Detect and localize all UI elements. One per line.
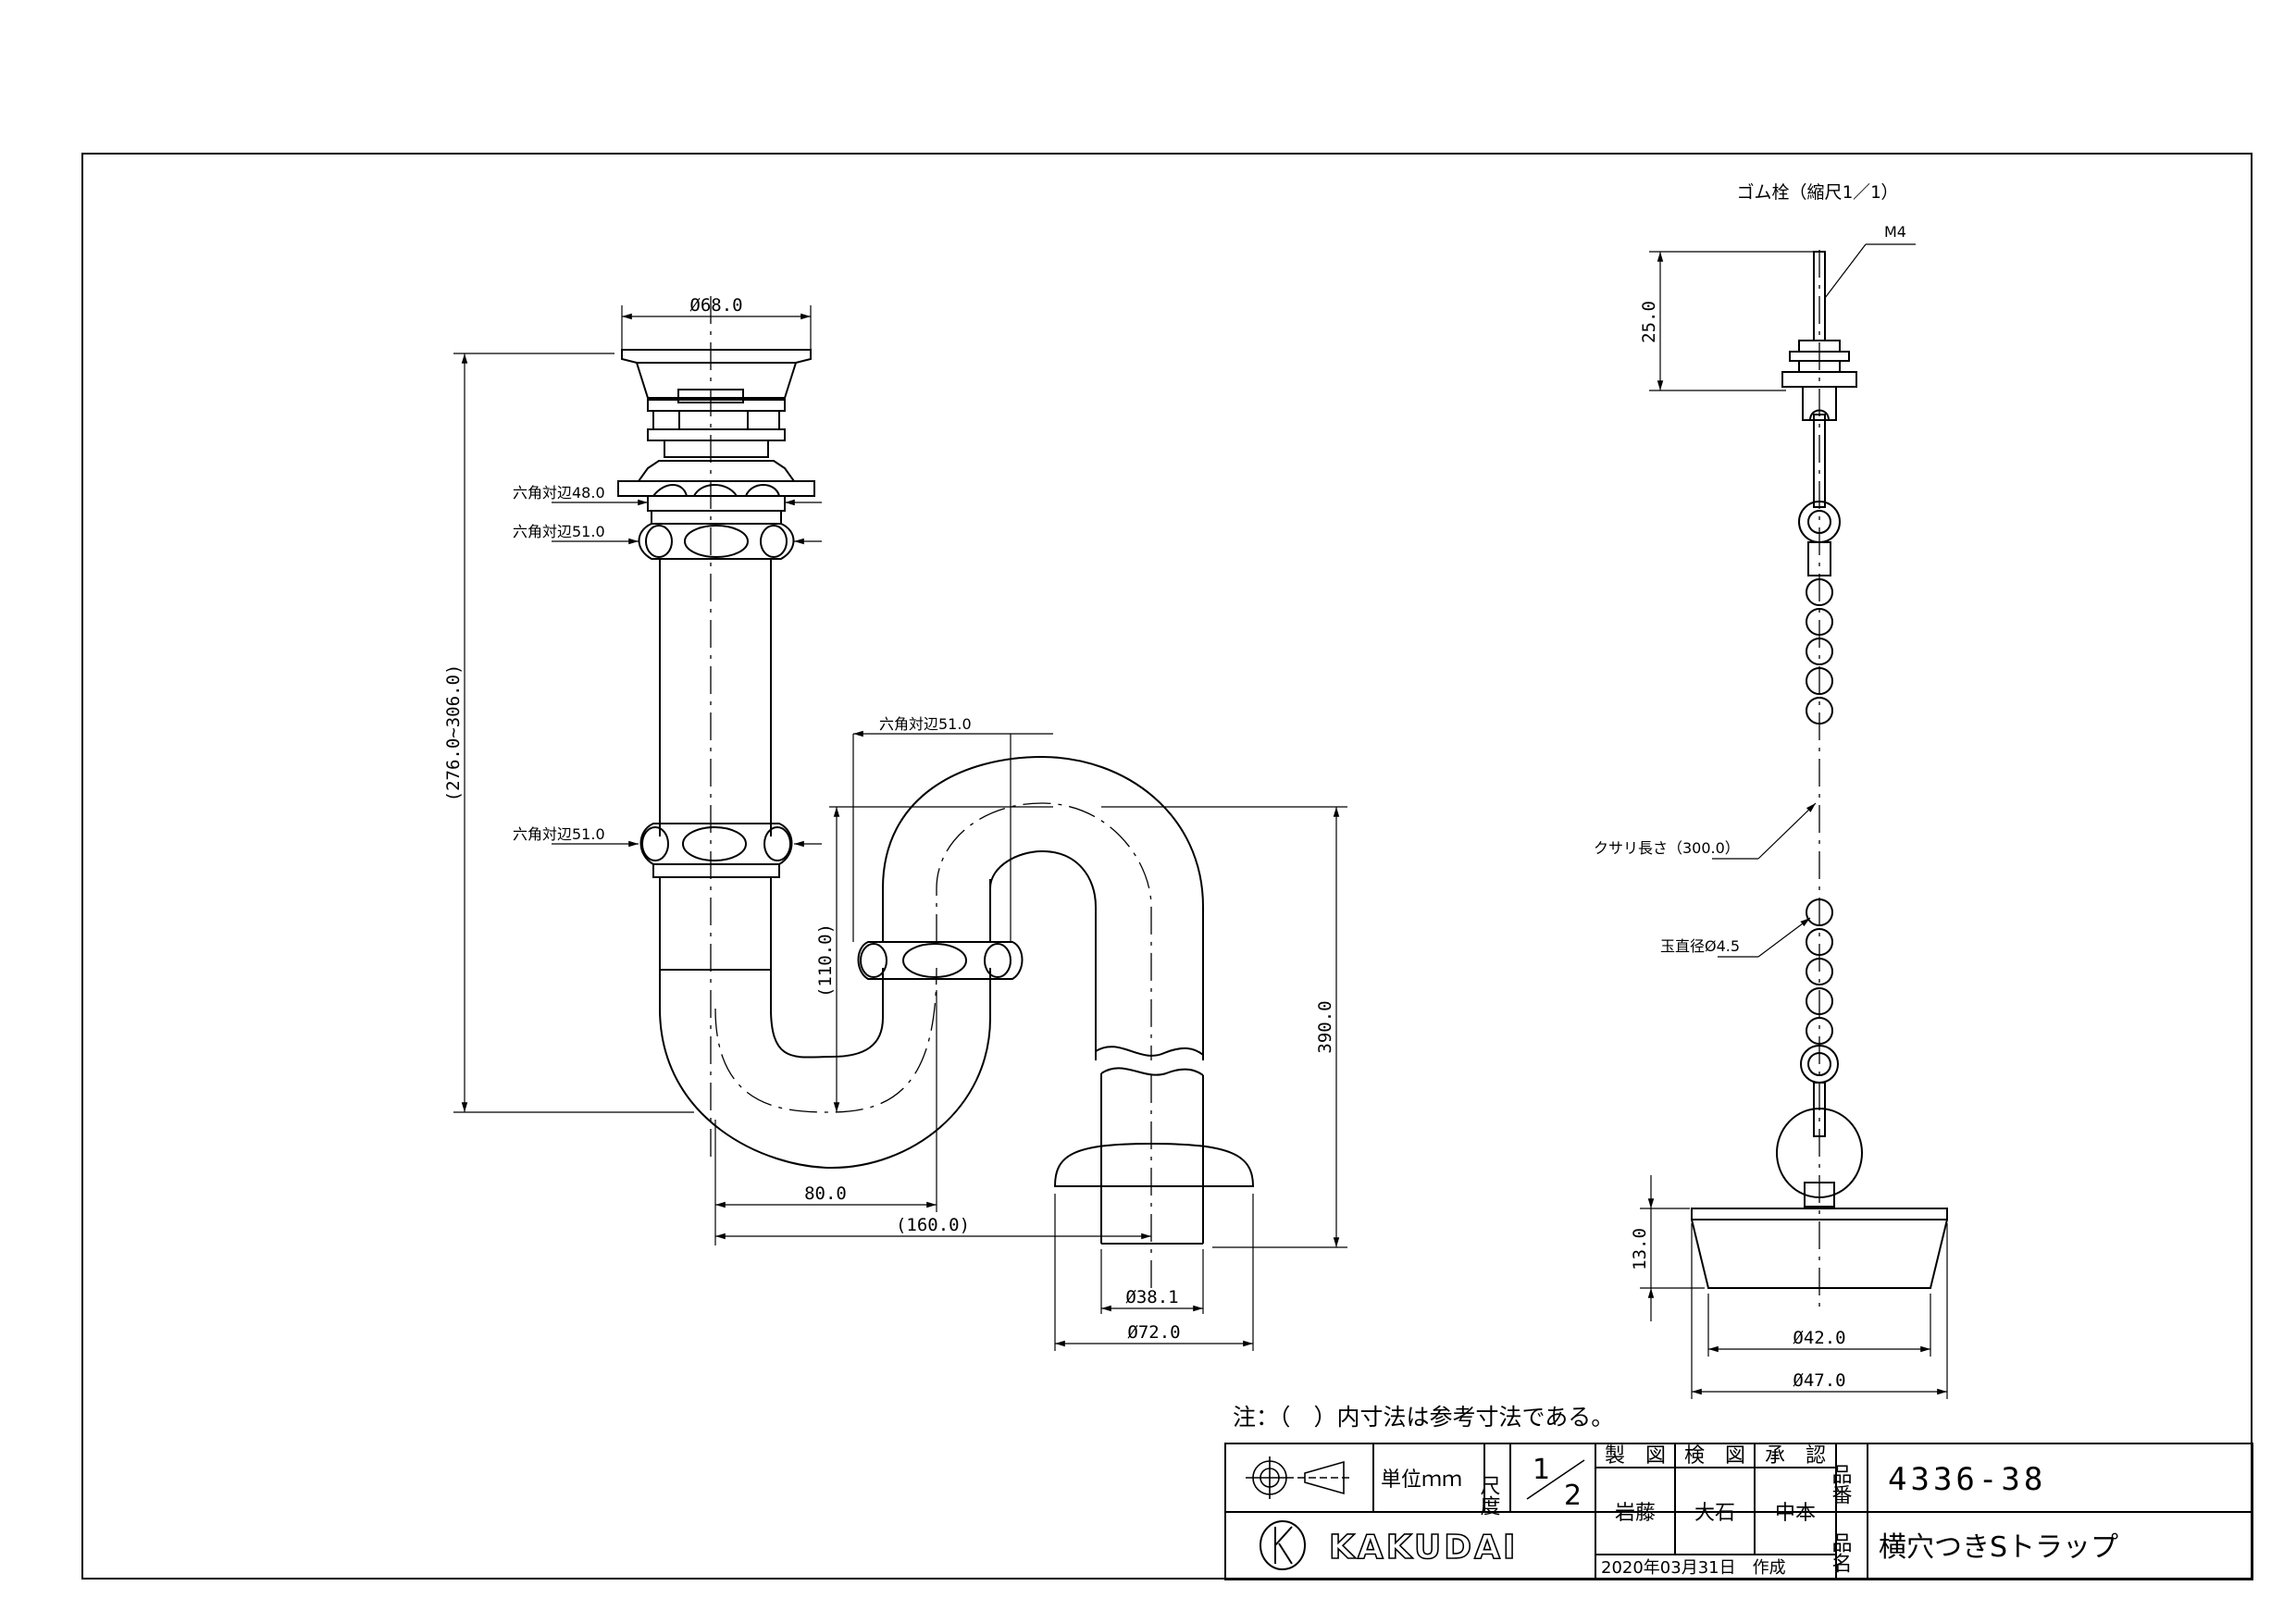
drawn-by: 岩藤 [1615,1502,1656,1525]
approved-label: 承 認 [1765,1444,1826,1468]
dim-flange-diameter: Ø72.0 [1127,1322,1180,1343]
approved-by: 中本 [1775,1502,1816,1525]
stopper-stem-length: 25.0 [1639,301,1659,343]
unit-label: 単位ｍｍ [1381,1468,1462,1492]
stopper-bottom-diameter: Ø42.0 [1793,1328,1845,1348]
checked-by: 大石 [1694,1502,1735,1525]
dim-hex48: 六角対辺48.0 [513,484,605,502]
stopper-ball-diameter: 玉直径Ø4.5 [1660,937,1740,955]
dim-total-height: 390.0 [1315,1000,1335,1053]
stopper-dimension-lines [1640,243,1948,1399]
reference-dimension-note: 注：（ ）内寸法は参考寸法である。 [1233,1404,1614,1431]
dim-outlet-diameter: Ø38.1 [1125,1287,1178,1307]
dim-trap-depth: (110.0) [815,923,836,997]
dim-top-diameter: Ø68.0 [689,295,742,316]
scale-label: 尺度 [1477,1475,1501,1516]
stopper-chain-length: クサリ長さ（300.0） [1594,839,1740,857]
part-name: 横穴つきSトラップ [1879,1531,2118,1564]
rubber-stopper-drawing [1691,250,1948,1314]
dim-height-range: (276.0~306.0) [443,664,464,802]
dim-hex51-trap: 六角対辺51.0 [879,715,972,733]
kakudai-logo-icon [1260,1520,1306,1570]
part-number-label: 品番 [1829,1464,1853,1505]
dim-hex51-middle: 六角対辺51.0 [513,825,605,843]
part-number: 4336-38 [1888,1461,2046,1498]
scale-denominator: 2 [1564,1480,1582,1512]
drawing-date: 2020年03月31日 作成 [1601,1558,1786,1578]
s-trap-drawing [617,296,1255,1295]
checked-label: 検 図 [1684,1444,1745,1468]
stopper-title: ゴム栓（縮尺1／1） [1737,182,1899,203]
title-block [1224,1443,2253,1580]
company-logo-text: KAKUDAI [1329,1529,1518,1567]
s-trap-dimension-lines [453,305,1347,1351]
drawing-frame [81,153,2253,1580]
part-name-label: 品名 [1829,1532,1852,1573]
dim-offset: 80.0 [804,1183,847,1204]
third-angle-projection-icon [1246,1456,1351,1499]
dim-hex51-upper: 六角対辺51.0 [513,523,605,540]
stopper-top-diameter: Ø47.0 [1793,1370,1845,1391]
drawn-label: 製 図 [1605,1444,1666,1468]
stopper-plug-height: 13.0 [1630,1228,1650,1270]
dim-width-ref: (160.0) [896,1215,970,1235]
scale-numerator: 1 [1533,1454,1550,1486]
stopper-thread: M4 [1884,223,1906,241]
